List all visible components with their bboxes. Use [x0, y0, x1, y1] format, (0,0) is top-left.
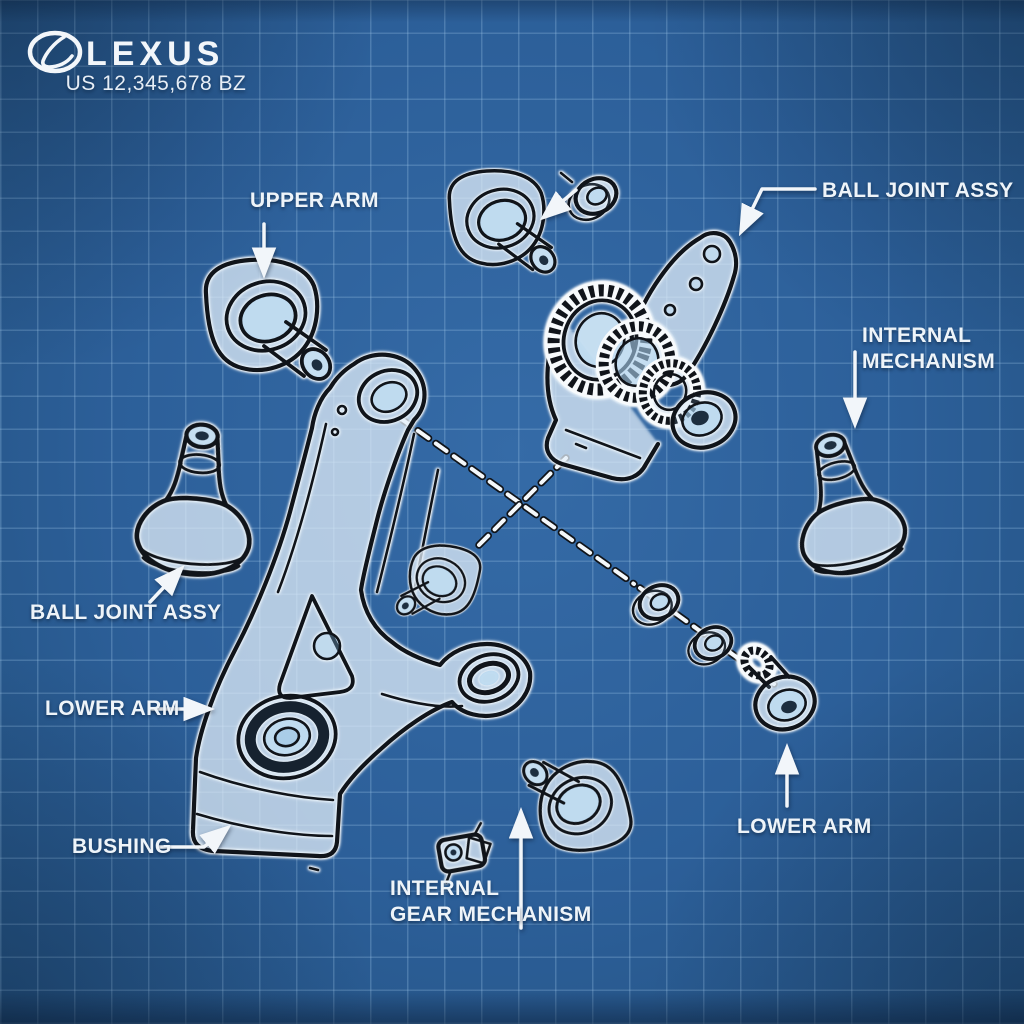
lexus-logo: LEXUS	[27, 30, 224, 74]
patent-number: US 12,345,678 BZ	[65, 72, 247, 95]
lower-arm-drawing	[190, 352, 533, 872]
callout-ball-joint-assy-left: BALL JOINT ASSY	[30, 601, 222, 624]
lexus-wordmark: LEXUS	[86, 35, 224, 73]
bottom-bushing-drawing	[515, 742, 636, 860]
top-bushing-drawing	[447, 168, 562, 279]
callout-arrows	[148, 187, 868, 930]
callout-lower-arm-left: LOWER ARM	[45, 697, 180, 720]
internal-mechanism-ball-joint-drawing	[777, 423, 912, 584]
left-ball-joint-drawing	[134, 420, 259, 579]
top-washer-drawing	[559, 172, 622, 227]
washer-arrow	[539, 188, 578, 221]
callout-internal-gear-mechanism: INTERNAL GEAR MECHANISM	[390, 877, 592, 926]
callout-upper-arm: UPPER ARM	[250, 189, 379, 212]
ball-joint-right-arrow	[738, 187, 817, 237]
bushing-arrow	[156, 824, 232, 854]
mid-bushing-drawing	[390, 538, 484, 629]
lexus-emblem-icon	[27, 30, 83, 74]
lower-arm-bushing-drawing	[737, 643, 817, 732]
callout-lower-arm-right: LOWER ARM	[737, 815, 872, 838]
ball-joint-assembly-drawing	[544, 231, 739, 482]
ball-joint-left-arrow	[148, 564, 185, 604]
callout-internal-mechanism: INTERNAL MECHANISM	[862, 324, 996, 373]
callout-ball-joint-assy-right: BALL JOINT ASSY	[822, 179, 1014, 202]
callout-bushing: BUSHING	[72, 835, 172, 858]
upper-arm-bushing-drawing	[206, 260, 336, 385]
internal-gear-mechanism-drawing	[436, 821, 492, 884]
